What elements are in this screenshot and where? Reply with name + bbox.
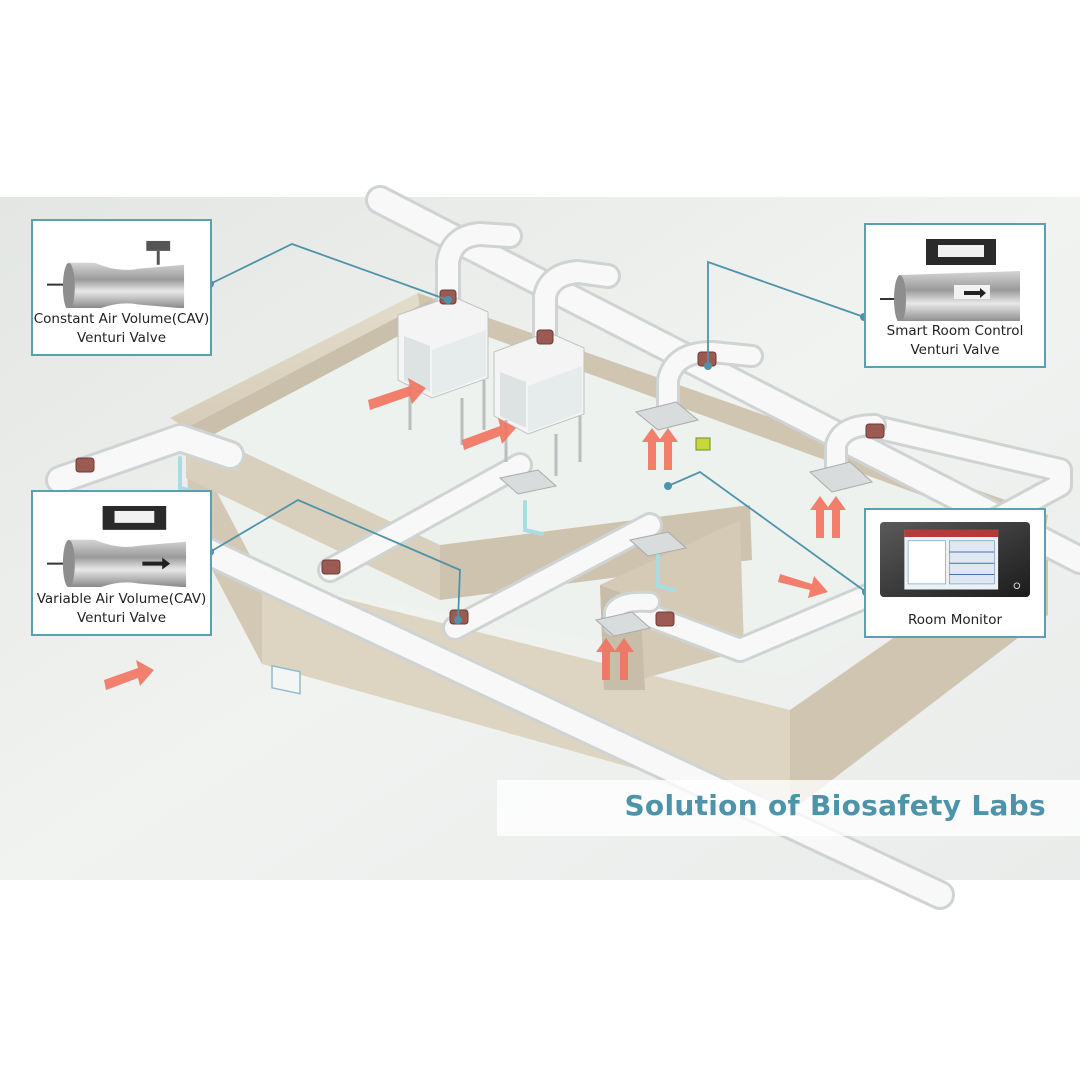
cav-valve-label: Constant Air Volume(CAV) Venturi Valve xyxy=(33,310,210,348)
callout-cav-valve: Constant Air Volume(CAV) Venturi Valve xyxy=(31,219,212,356)
cav-valve-label-line1: Constant Air Volume(CAV) xyxy=(33,311,210,327)
venturi-valve-actuator-icon xyxy=(47,505,187,588)
ceiling-diffusers xyxy=(498,401,874,637)
callout-vav-valve: Variable Air Volume(CAV) Venturi Valve xyxy=(31,490,212,636)
smart-valve-label: Smart Room Control Venturi Valve xyxy=(866,322,1044,360)
biosafety-cabinet-2 xyxy=(493,331,585,476)
room-monitor-label-line1: Room Monitor xyxy=(907,612,1003,628)
smart-valve-label-line2: Venturi Valve xyxy=(910,342,1000,358)
cav-valve-label-line2: Venturi Valve xyxy=(77,330,166,346)
wall-sign xyxy=(271,664,301,695)
page-title: Solution of Biosafety Labs xyxy=(624,789,1046,822)
venturi-valve-icon xyxy=(47,240,185,309)
room-monitor-label: Room Monitor xyxy=(866,611,1044,630)
room-monitor-screen-icon xyxy=(880,522,1030,597)
title-band: Solution of Biosafety Labs xyxy=(497,780,1080,836)
supply-air-arrows xyxy=(104,378,846,690)
leader-lines xyxy=(209,243,867,621)
callout-smart-valve: Smart Room Control Venturi Valve xyxy=(864,223,1046,368)
wall-room-monitor xyxy=(695,437,711,451)
smart-venturi-valve-icon xyxy=(880,239,1020,321)
callout-room-monitor: Room Monitor xyxy=(864,508,1046,638)
biosafety-cabinet-1 xyxy=(397,295,489,445)
smart-valve-label-line1: Smart Room Control xyxy=(886,323,1024,339)
vav-valve-label: Variable Air Volume(CAV) Venturi Valve xyxy=(33,590,210,628)
vav-valve-label-line1: Variable Air Volume(CAV) xyxy=(36,591,207,607)
vav-valve-label-line2: Venturi Valve xyxy=(77,610,166,626)
